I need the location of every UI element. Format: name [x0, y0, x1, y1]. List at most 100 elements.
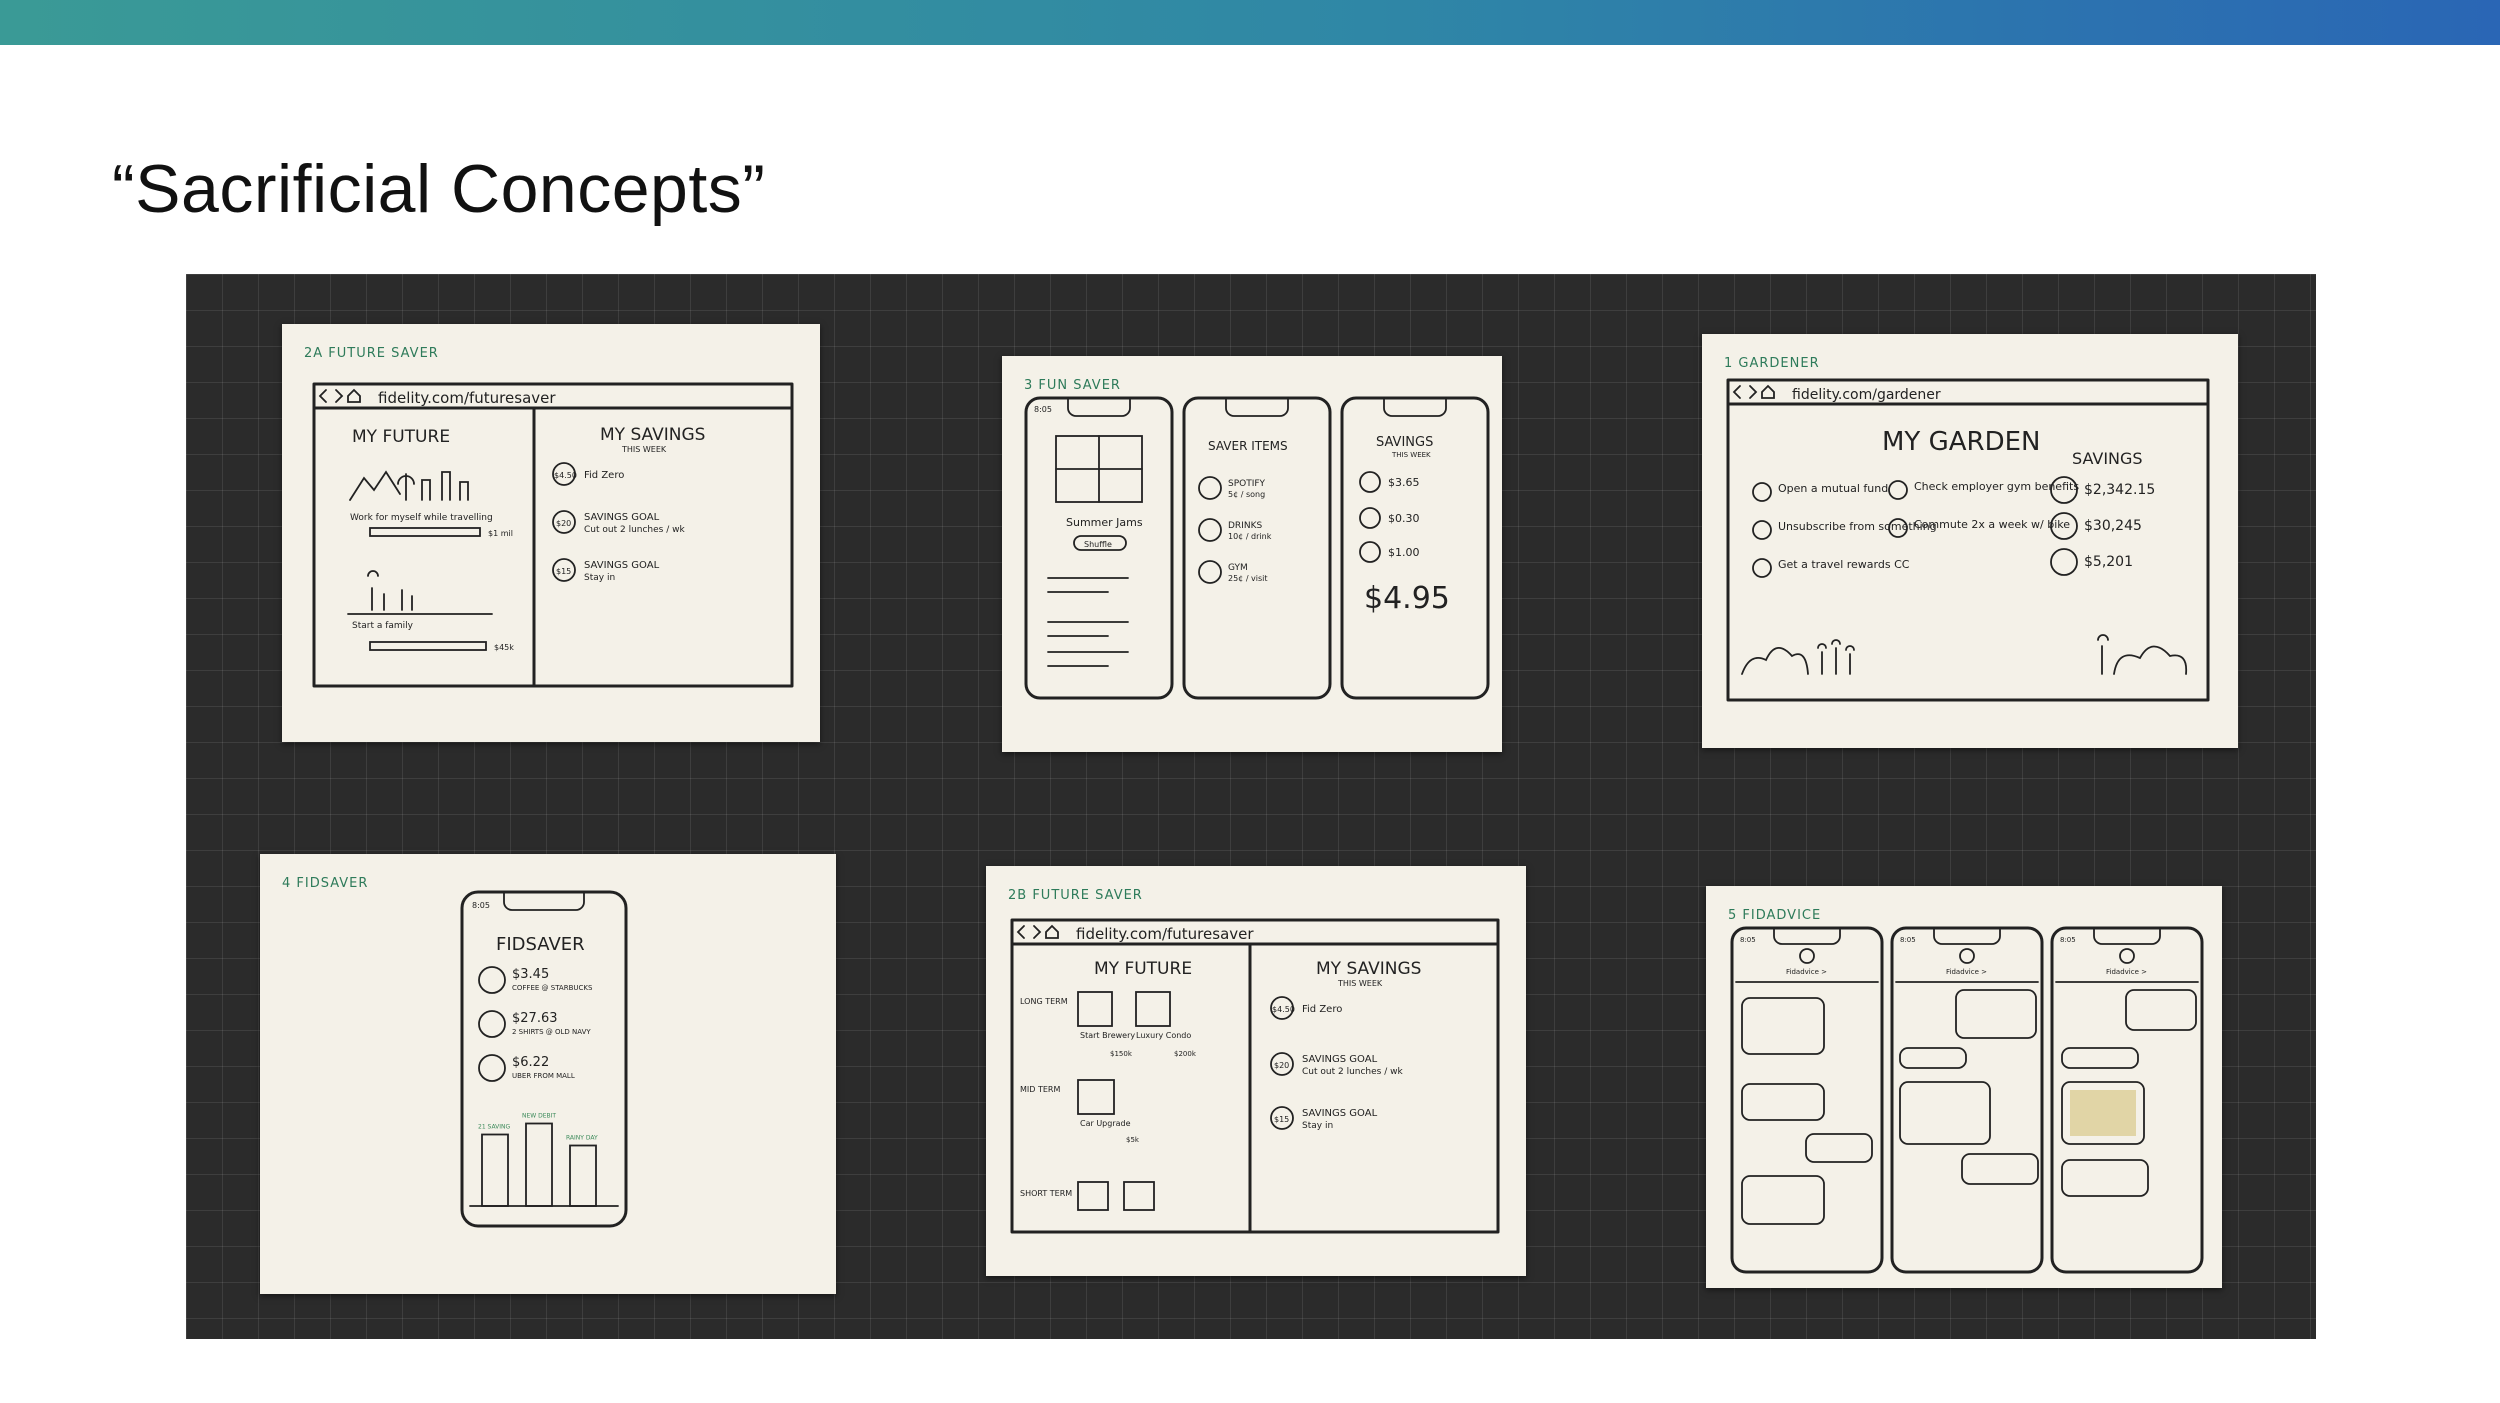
svg-text:SAVINGS: SAVINGS — [1376, 435, 1433, 450]
svg-text:2 SHIRTS @ OLD NAVY: 2 SHIRTS @ OLD NAVY — [512, 1028, 591, 1036]
phone-sketch: 8:05 FIDSAVER $3.45 COFFEE @ STARBUCKS $… — [460, 890, 628, 1228]
sketch-fidsaver: 4 FIDSAVER 8:05 FIDSAVER $3.45 COFFEE @ … — [260, 854, 836, 1294]
svg-text:8:05: 8:05 — [1034, 405, 1052, 414]
svg-text:Work for myself while travelli: Work for myself while travelling — [350, 513, 493, 523]
svg-text:$4.50: $4.50 — [554, 471, 577, 480]
browser-sketch: fidelity.com/futuresaver MY FUTURE MY SA… — [1010, 918, 1500, 1234]
svg-text:UBER FROM MALL: UBER FROM MALL — [512, 1072, 575, 1080]
back-forward-icon — [318, 389, 344, 403]
svg-text:$200k: $200k — [1174, 1050, 1197, 1058]
svg-text:Fid Zero: Fid Zero — [584, 470, 624, 481]
chat-phones-sketch: 8:05 8:05 8:05 Fidadvice > Fidadvice > F… — [1730, 926, 2204, 1274]
svg-text:Summer Jams: Summer Jams — [1066, 516, 1143, 529]
svg-text:fidelity.com/futuresaver: fidelity.com/futuresaver — [378, 389, 556, 407]
svg-text:SAVINGS GOAL: SAVINGS GOAL — [1302, 1054, 1378, 1065]
sketch-fidadvice: 5 FIDADVICE 8:05 8:05 8:05 Fidadvice > F… — [1706, 886, 2222, 1288]
svg-text:$15: $15 — [556, 567, 571, 576]
family-icon — [367, 570, 413, 611]
svg-text:LONG TERM: LONG TERM — [1020, 997, 1068, 1006]
phones-sketch: 8:05 Summer Jams Shuffle SAVER ITEMS SPO… — [1024, 396, 1490, 700]
svg-text:MY FUTURE: MY FUTURE — [352, 427, 450, 447]
svg-text:8:05: 8:05 — [1740, 936, 1756, 944]
svg-text:SAVINGS GOAL: SAVINGS GOAL — [584, 560, 660, 571]
savings-bar — [481, 1133, 509, 1207]
back-forward-icon — [1016, 925, 1042, 939]
concept-tag: 3 FUN SAVER — [1024, 378, 1121, 393]
svg-text:8:05: 8:05 — [2060, 936, 2076, 944]
browser-sketch: fidelity.com/gardener MY GARDEN SAVINGS … — [1726, 378, 2210, 702]
savings-bar-label: 21 SAVING — [478, 1124, 511, 1131]
svg-text:$15: $15 — [1274, 1115, 1289, 1124]
svg-text:fidelity.com/gardener: fidelity.com/gardener — [1792, 387, 1941, 403]
svg-text:THIS WEEK: THIS WEEK — [1337, 979, 1383, 988]
mountains-icon — [349, 470, 469, 501]
savings-bars-chart: 21 SAVING NEW DEBIT RAINY DAY — [478, 1113, 598, 1207]
svg-text:Cut out 2 lunches / wk: Cut out 2 lunches / wk — [584, 525, 685, 535]
back-forward-icon — [1732, 385, 1758, 399]
svg-text:5¢ / song: 5¢ / song — [1228, 490, 1265, 499]
coffee-icon — [478, 966, 506, 994]
svg-text:Fidadvice >: Fidadvice > — [1946, 968, 1987, 976]
svg-text:Fidadvice >: Fidadvice > — [1786, 968, 1827, 976]
garden-doodle — [1741, 634, 2188, 675]
sketch-future-saver-2a: 2A FUTURE SAVER fidelity.com/futuresaver… — [282, 324, 820, 742]
svg-text:THIS WEEK: THIS WEEK — [621, 445, 667, 454]
concept-tag: 2A FUTURE SAVER — [304, 346, 439, 361]
home-icon — [347, 388, 361, 403]
svg-text:Stay in: Stay in — [584, 573, 615, 583]
sketch-gardener: 1 GARDENER fidelity.com/gardener MY GARD… — [1702, 334, 2238, 748]
concept-tag: 5 FIDADVICE — [1728, 908, 1822, 923]
svg-text:SHORT TERM: SHORT TERM — [1020, 1189, 1072, 1198]
svg-text:Fidadvice >: Fidadvice > — [2106, 968, 2147, 976]
svg-text:8:05: 8:05 — [1900, 936, 1916, 944]
svg-text:25¢ / visit: 25¢ / visit — [1228, 574, 1268, 583]
dumbbell-icon — [1198, 560, 1222, 584]
svg-text:Fid Zero: Fid Zero — [1302, 1004, 1342, 1015]
svg-text:Car Upgrade: Car Upgrade — [1080, 1119, 1131, 1128]
svg-text:SAVER ITEMS: SAVER ITEMS — [1208, 439, 1288, 453]
svg-text:$3.65: $3.65 — [1388, 476, 1420, 489]
svg-text:Check employer gym benefits: Check employer gym benefits — [1914, 480, 2079, 493]
svg-text:fidelity.com/futuresaver: fidelity.com/futuresaver — [1076, 925, 1254, 943]
svg-text:FIDSAVER: FIDSAVER — [496, 934, 585, 955]
svg-text:MY GARDEN: MY GARDEN — [1882, 427, 2040, 457]
svg-text:Shuffle: Shuffle — [1084, 540, 1112, 549]
svg-text:THIS WEEK: THIS WEEK — [1391, 451, 1431, 459]
svg-text:SAVINGS GOAL: SAVINGS GOAL — [1302, 1108, 1378, 1119]
svg-text:$3.45: $3.45 — [512, 967, 549, 982]
svg-text:MY SAVINGS: MY SAVINGS — [1316, 959, 1421, 979]
svg-text:$20: $20 — [556, 519, 571, 528]
savings-bar-label: RAINY DAY — [566, 1135, 598, 1142]
concept-tag: 4 FIDSAVER — [282, 876, 369, 891]
svg-text:$5,201: $5,201 — [2084, 554, 2133, 570]
svg-text:MY FUTURE: MY FUTURE — [1094, 959, 1192, 979]
savings-bar — [525, 1122, 553, 1207]
svg-text:$4.50: $4.50 — [1272, 1005, 1295, 1014]
savings-bar-label: NEW DEBIT — [522, 1113, 556, 1120]
slide-title: “Sacrificial Concepts” — [112, 151, 766, 227]
top-accent-bar — [0, 0, 2500, 45]
svg-text:COFFEE @ STARBUCKS: COFFEE @ STARBUCKS — [512, 984, 593, 992]
svg-text:Commute 2x a week w/ bike: Commute 2x a week w/ bike — [1914, 518, 2070, 531]
svg-text:10¢ / drink: 10¢ / drink — [1228, 532, 1272, 541]
drink-icon — [1198, 518, 1222, 542]
svg-text:MY SAVINGS: MY SAVINGS — [600, 425, 705, 445]
sketch-future-saver-2b: 2B FUTURE SAVER fidelity.com/futuresaver… — [986, 866, 1526, 1276]
svg-text:Open a mutual fund: Open a mutual fund — [1778, 482, 1888, 495]
svg-text:Start Brewery: Start Brewery — [1080, 1031, 1135, 1040]
svg-text:$1 mil: $1 mil — [488, 529, 513, 538]
svg-text:$4.95: $4.95 — [1364, 581, 1450, 616]
sketch-fun-saver: 3 FUN SAVER 8:05 Summer Jams Shuffle SAV… — [1002, 356, 1502, 752]
svg-text:$6.22: $6.22 — [512, 1055, 549, 1070]
svg-text:MID TERM: MID TERM — [1020, 1085, 1060, 1094]
svg-text:$30,245: $30,245 — [2084, 518, 2142, 534]
svg-text:$5k: $5k — [1126, 1136, 1140, 1144]
home-icon — [1761, 384, 1775, 399]
svg-text:Get a travel rewards CC: Get a travel rewards CC — [1778, 558, 1910, 571]
car-icon — [478, 1054, 506, 1082]
home-icon — [1045, 924, 1059, 939]
svg-text:Luxury Condo: Luxury Condo — [1136, 1031, 1191, 1040]
svg-text:$2,342.15: $2,342.15 — [2084, 482, 2155, 498]
champagne-image — [2070, 1090, 2136, 1136]
svg-text:$27.63: $27.63 — [512, 1011, 558, 1026]
